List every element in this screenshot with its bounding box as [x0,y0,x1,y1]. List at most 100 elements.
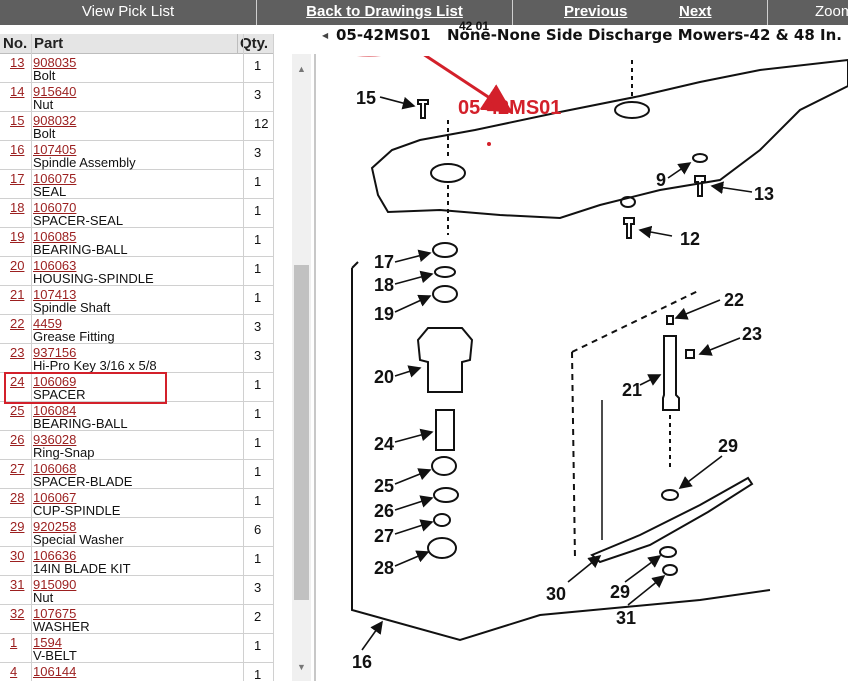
part-description: Nut [33,97,54,112]
blade-30-shape [590,476,754,564]
part-number-link[interactable]: 1594 [33,635,62,650]
zoom-link[interactable]: Zoom [815,3,848,20]
item-number-link[interactable]: 29 [10,519,25,534]
item-number-link[interactable]: 24 [10,374,25,389]
part-number-link[interactable]: 915640 [33,84,77,99]
item-number-link[interactable]: 31 [10,577,25,592]
item-number-link[interactable]: 26 [10,432,25,447]
part-number-link[interactable]: 4459 [33,316,62,331]
part-number-link[interactable]: 908035 [33,55,77,70]
item-number-link[interactable]: 32 [10,606,25,621]
callout-18: 18 [374,275,394,295]
callout-16: 16 [352,652,372,672]
part-description: Nut [33,590,54,605]
column-line [273,34,274,681]
part-number-link[interactable]: 106068 [33,461,77,476]
part-number-link[interactable]: 106067 [33,490,77,505]
back-to-drawings-link[interactable]: Back to Drawings List [257,0,513,25]
part-number-link[interactable]: 908032 [33,113,77,128]
part-number-link[interactable]: 106085 [33,229,77,244]
scroll-up-arrow-icon[interactable]: ▲ [297,64,306,74]
item-number-link[interactable]: 30 [10,548,25,563]
part-number-link[interactable]: 107675 [33,606,77,621]
item-number-link[interactable]: 21 [10,287,25,302]
part-number-link[interactable]: 106144 [33,664,77,679]
callout-29: 29 [610,582,630,602]
part-description: Ring-Snap [33,445,95,460]
parts-scrollbar[interactable]: ▲ ▼ [292,54,311,681]
item-number-link[interactable]: 13 [10,55,25,70]
item-number-link[interactable]: 22 [10,316,25,331]
spacer-18-shape [434,266,456,278]
part-number-link[interactable]: 106070 [33,200,77,215]
red-dot [487,142,491,146]
part-quantity: 1 [254,290,262,305]
part-description: Bolt [33,126,56,141]
scroll-left-arrow-icon[interactable]: ◀ [322,31,329,40]
part-number-link[interactable]: 106063 [33,258,77,273]
callout-29: 29 [718,436,738,456]
part-number-link[interactable]: 915090 [33,577,77,592]
red-annotation-text: 05-42MS01 [458,97,561,119]
part-number-link[interactable]: 107405 [33,142,77,157]
part-quantity: 1 [254,435,262,450]
item-number-link[interactable]: 15 [10,113,25,128]
cup-28-shape [427,537,457,559]
item-number-link[interactable]: 16 [10,142,25,157]
item-number-link[interactable]: 23 [10,345,25,360]
item-number-link[interactable]: 14 [10,84,25,99]
scroll-down-arrow-icon[interactable]: ▼ [297,662,306,672]
part-number-link[interactable]: 106084 [33,403,77,418]
part-number-link[interactable]: 106075 [33,171,77,186]
part-number-link[interactable]: 936028 [33,432,77,447]
seal-17-shape [432,242,458,258]
next-link[interactable]: Next [679,3,712,20]
washer-29b-shape [659,546,677,558]
item-number-link[interactable]: 19 [10,229,25,244]
part-number-link[interactable]: 937156 [33,345,77,360]
part-description: HOUSING-SPINDLE [33,271,154,286]
part-number-link[interactable]: 920258 [33,519,77,534]
scroll-thumb[interactable] [294,265,309,600]
item-number-link[interactable]: 17 [10,171,25,186]
part-number-link[interactable]: 106636 [33,548,77,563]
item-number-link[interactable]: 28 [10,490,25,505]
part-quantity: 1 [254,58,262,73]
part-number-link[interactable]: 107413 [33,287,77,302]
part-number-link[interactable]: 106069 [33,374,77,389]
item-number-link[interactable]: 18 [10,200,25,215]
item-number-link[interactable]: 20 [10,258,25,273]
nut-14-shape [620,196,636,208]
callout-24: 24 [374,434,394,454]
bolt-15-shape [417,99,429,119]
item-number-link[interactable]: 27 [10,461,25,476]
drawing-subtitle-fragment: 42 01 [459,19,490,33]
item-number-link[interactable]: 4 [10,664,18,679]
item-number-link[interactable]: 1 [10,635,18,650]
view-pick-list-link[interactable]: View Pick List [0,0,257,25]
item-number-link[interactable]: 25 [10,403,25,418]
previous-link[interactable]: Previous [564,3,628,20]
